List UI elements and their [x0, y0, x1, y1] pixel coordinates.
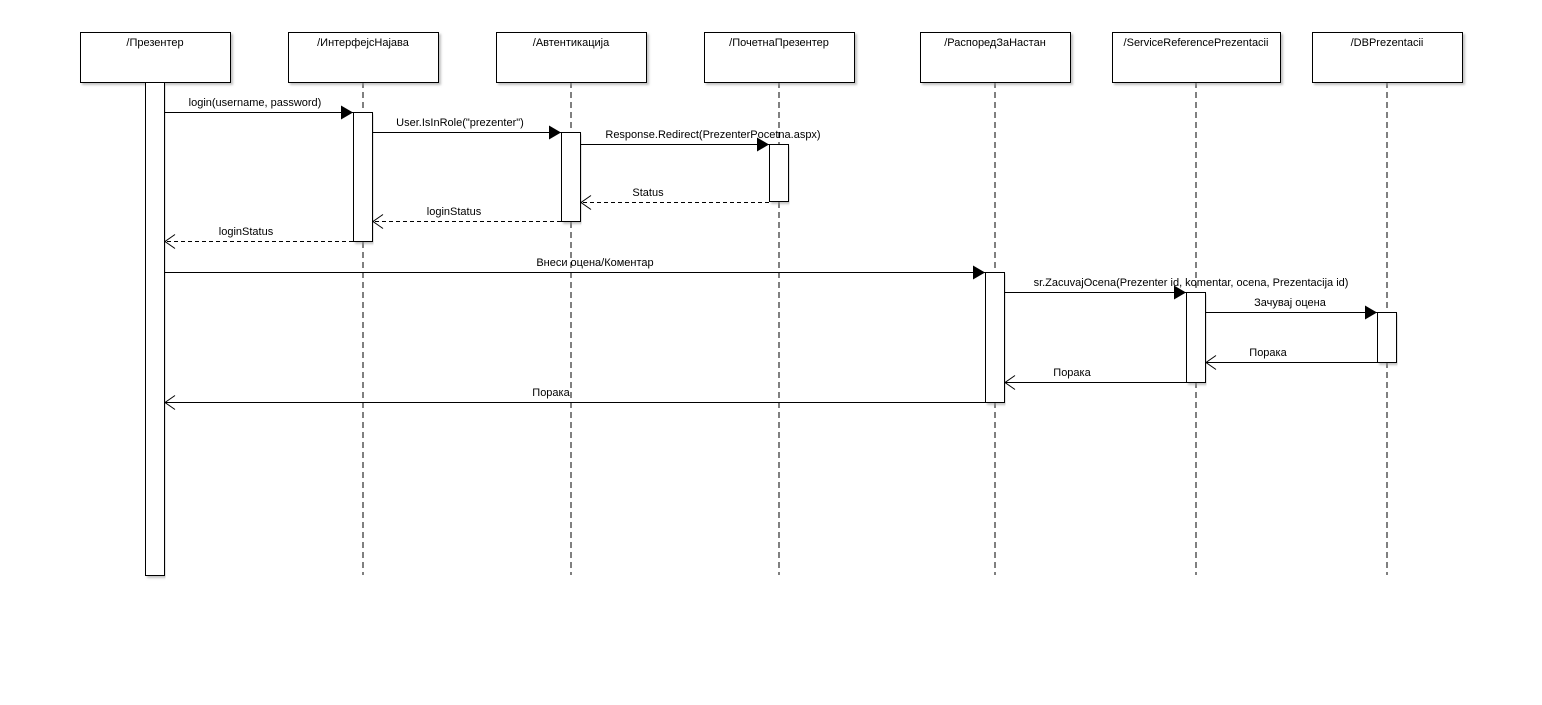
message-reply[interactable]: Порака [1205, 347, 1377, 370]
arrowhead-open-icon [1205, 355, 1217, 370]
lifeline-box[interactable] [1112, 32, 1281, 83]
activation-bar [769, 144, 789, 202]
lifeline-box[interactable] [496, 32, 647, 83]
message-call[interactable]: login(username, password) [165, 97, 353, 120]
activation-bar [985, 272, 1005, 403]
lifeline-name: /Автентикација [533, 37, 610, 49]
message-call[interactable]: User.IsInRole("prezenter") [373, 117, 561, 140]
lifeline[interactable]: /ПочетнаПрезентер [704, 32, 855, 576]
message-label: loginStatus [219, 226, 274, 238]
lifeline-box[interactable] [288, 32, 439, 83]
lifeline-name: /ИнтерфејсНајава [317, 37, 410, 49]
lifeline[interactable]: /ServiceReferencePrezentacii [1112, 32, 1281, 576]
lifeline-name: /ServiceReferencePrezentacii [1124, 37, 1269, 49]
message-label: login(username, password) [189, 97, 322, 109]
activation-bar [353, 112, 373, 242]
activation-bar [1377, 312, 1397, 363]
message-call[interactable]: sr.ZacuvajOcena(Prezenter id, komentar, … [1005, 277, 1348, 300]
activation-bar [145, 82, 165, 576]
lifeline-name: /Презентер [126, 37, 183, 49]
arrowhead-open-icon [1004, 375, 1016, 390]
message-label: User.IsInRole("prezenter") [396, 117, 524, 129]
arrowhead-open-icon [580, 195, 592, 210]
arrowhead-filled-icon [973, 265, 985, 280]
lifeline[interactable]: /Презентер [80, 32, 231, 576]
lifeline-name: /ПочетнаПрезентер [729, 37, 829, 49]
lifeline[interactable]: /РаспоредЗаНастан [920, 32, 1071, 576]
message-return[interactable]: loginStatus [372, 206, 561, 229]
activation-bar [1186, 292, 1206, 383]
message-call[interactable]: Response.Redirect(PrezenterPocetna.aspx) [581, 129, 821, 152]
message-label: Зачувај оцена [1254, 297, 1327, 309]
message-label: Внеси оцена/Коментар [536, 257, 653, 269]
lifeline-box[interactable] [920, 32, 1071, 83]
message-reply[interactable]: Порака [1004, 367, 1186, 390]
lifeline-box[interactable] [1312, 32, 1463, 83]
message-label: Порака [1249, 347, 1287, 359]
lifeline-box[interactable] [80, 32, 231, 83]
arrowhead-filled-icon [549, 125, 561, 140]
lifeline[interactable]: /DBPrezentacii [1312, 32, 1463, 576]
lifeline-name: /DBPrezentacii [1351, 37, 1424, 49]
message-reply[interactable]: Порака [164, 387, 985, 410]
lifeline[interactable]: /ИнтерфејсНајава [288, 32, 439, 576]
arrowhead-open-icon [372, 214, 384, 229]
arrowhead-open-icon [164, 395, 176, 410]
activation-bar [561, 132, 581, 222]
message-call[interactable]: Зачувај оцена [1206, 297, 1377, 320]
lifeline-name: /РаспоредЗаНастан [944, 37, 1046, 49]
message-return[interactable]: Status [580, 187, 769, 210]
message-label: Response.Redirect(PrezenterPocetna.aspx) [605, 129, 820, 141]
message-label: Порака [532, 387, 570, 399]
message-return[interactable]: loginStatus [164, 226, 353, 249]
message-label: loginStatus [427, 206, 482, 218]
arrowhead-filled-icon [341, 105, 353, 120]
message-label: sr.ZacuvajOcena(Prezenter id, komentar, … [1034, 277, 1349, 289]
message-label: Порака [1053, 367, 1091, 379]
message-label: Status [632, 187, 664, 199]
arrowhead-open-icon [164, 234, 176, 249]
arrowhead-filled-icon [1365, 305, 1377, 320]
message-call[interactable]: Внеси оцена/Коментар [165, 257, 985, 280]
arrowhead-filled-icon [1174, 285, 1186, 300]
lifeline[interactable]: /Автентикација [496, 32, 647, 576]
arrowhead-filled-icon [757, 137, 769, 152]
lifeline-box[interactable] [704, 32, 855, 83]
